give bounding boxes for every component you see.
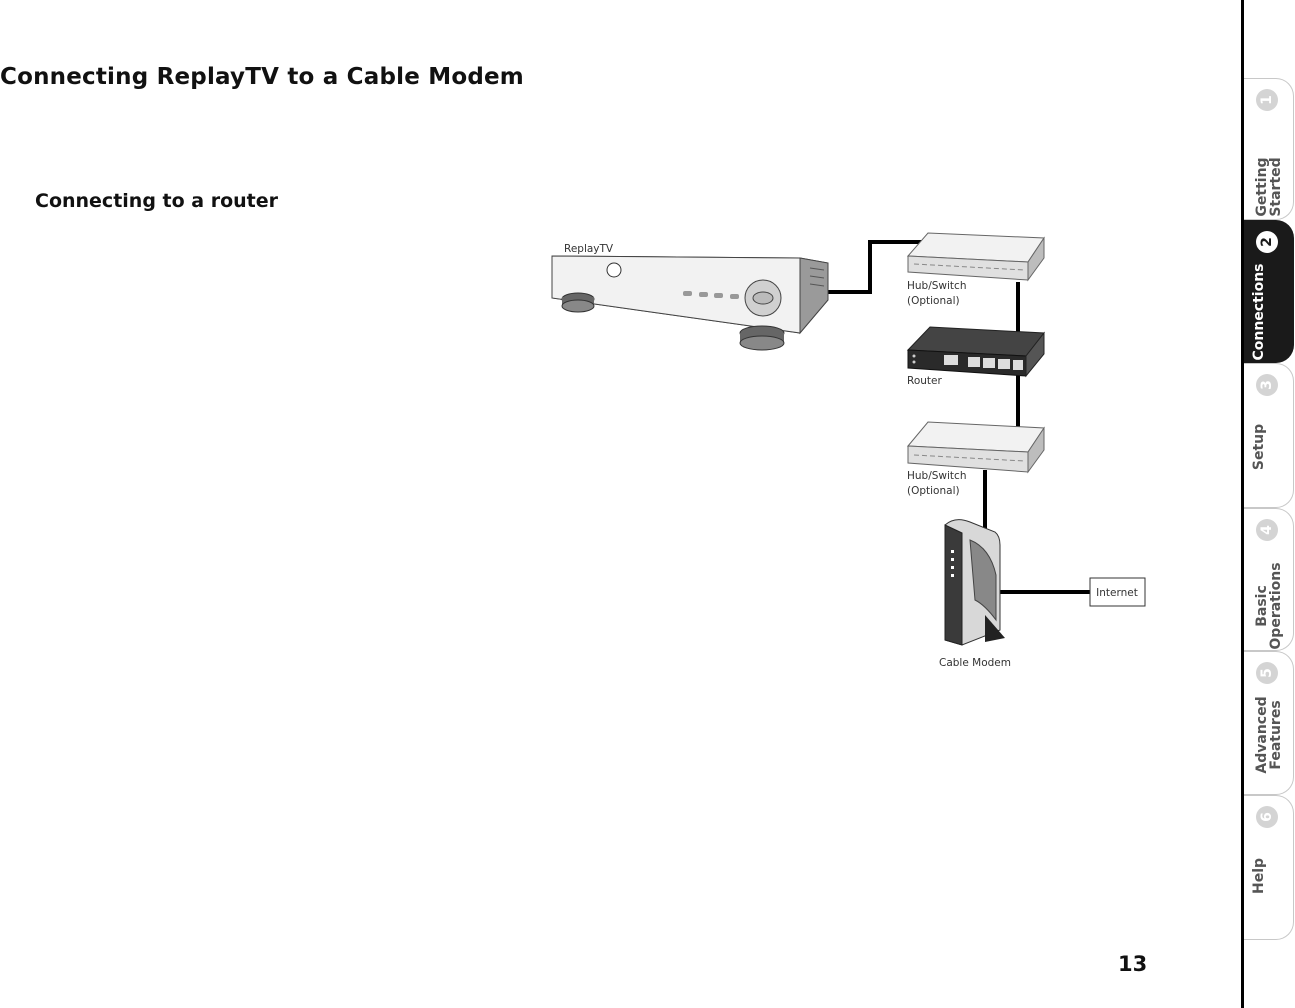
- section-title: Connecting to a router: [35, 190, 278, 212]
- tab-label: Connections: [1252, 263, 1266, 360]
- hub-switch-2: [908, 422, 1044, 472]
- tab-label: Advanced Features: [1255, 696, 1283, 773]
- tab-number-badge: 1: [1256, 89, 1278, 111]
- tab-number-badge: 4: [1256, 519, 1278, 541]
- page-title: Connecting ReplayTV to a Cable Modem: [0, 64, 524, 90]
- tab-label: Getting Started: [1255, 157, 1283, 216]
- replaytv-label: ReplayTV: [564, 243, 614, 255]
- cable-modem-label: Cable Modem: [939, 657, 1011, 669]
- tab-setup[interactable]: 3 Setup: [1244, 363, 1294, 508]
- internet-label: Internet: [1096, 587, 1138, 599]
- tab-help[interactable]: 6 Help: [1244, 795, 1294, 940]
- tab-getting-started[interactable]: 1 Getting Started: [1244, 78, 1294, 220]
- router-label: Router: [907, 375, 942, 387]
- chapter-tabs: 1 Getting Started 2 Connections 3 Setup …: [1244, 0, 1295, 1008]
- cable-modem: [945, 520, 1005, 645]
- page-number: 13: [1118, 952, 1147, 976]
- tab-number-badge: 3: [1256, 374, 1278, 396]
- hub1-label-line2: (Optional): [907, 295, 960, 307]
- tab-number-badge: 5: [1256, 662, 1278, 684]
- tab-label: Help: [1252, 858, 1266, 894]
- tab-number-badge: 6: [1256, 806, 1278, 828]
- tab-connections[interactable]: 2 Connections: [1244, 220, 1294, 363]
- tab-advanced-features[interactable]: 5 Advanced Features: [1244, 651, 1294, 795]
- tab-number-badge: 2: [1256, 231, 1278, 253]
- hub2-label-line2: (Optional): [907, 485, 960, 497]
- router: [908, 327, 1044, 376]
- hub2-label-line1: Hub/Switch: [907, 470, 966, 482]
- tab-label: Basic Operations: [1255, 562, 1283, 649]
- tab-label: Setup: [1252, 424, 1266, 470]
- replaytv-device: [552, 256, 828, 350]
- network-diagram: ReplayTV Hub/Switch (Optional) Router Hu…: [540, 225, 1160, 675]
- tab-basic-operations[interactable]: 4 Basic Operations: [1244, 508, 1294, 651]
- hub1-label-line1: Hub/Switch: [907, 280, 966, 292]
- hub-switch-1: [908, 233, 1044, 280]
